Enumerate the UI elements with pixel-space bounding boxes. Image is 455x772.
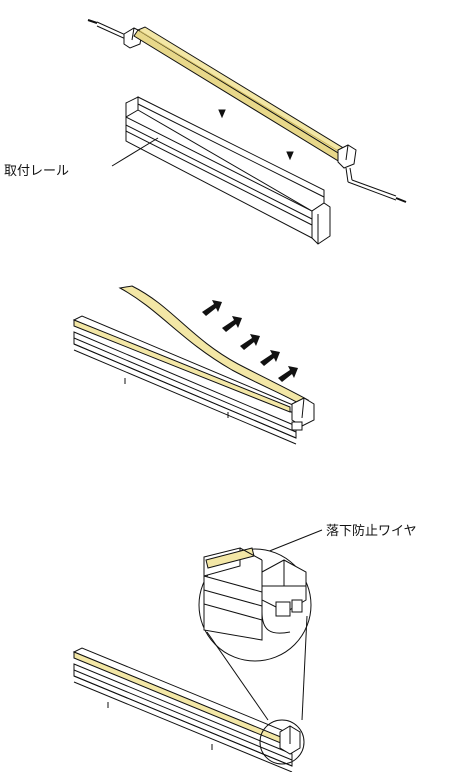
screw-marker-1 xyxy=(218,109,226,119)
step1-illustration xyxy=(87,19,407,245)
press-arrow-4-icon xyxy=(260,350,280,366)
end-cap-step2 xyxy=(291,397,315,431)
right-end-cap xyxy=(337,144,357,169)
detail-target-circle xyxy=(259,719,305,765)
left-cable xyxy=(87,19,129,41)
rail-step3 xyxy=(72,647,297,772)
end-cap-step3 xyxy=(279,725,301,755)
step3-illustration xyxy=(72,529,323,772)
rail-leader-line xyxy=(111,137,159,167)
magnified-end-cap xyxy=(261,559,307,634)
rail-label: 取付レール xyxy=(4,164,70,179)
safety-wire-label: 落下防止ワイヤ xyxy=(326,524,417,539)
magnified-rail xyxy=(203,547,263,641)
zoom-line-1 xyxy=(206,631,269,721)
right-cable xyxy=(345,167,407,203)
press-arrows xyxy=(202,300,298,382)
step2-illustration xyxy=(72,285,315,445)
press-arrow-3-icon xyxy=(240,334,260,350)
screw-marker-2 xyxy=(286,151,294,161)
led-strip-step3 xyxy=(73,651,289,747)
mounting-rail xyxy=(125,96,331,245)
zoom-line-2 xyxy=(301,615,308,721)
press-arrow-5-icon xyxy=(278,366,298,382)
press-arrow-2-icon xyxy=(222,316,242,332)
wire-leader-line xyxy=(266,529,323,553)
press-arrow-1-icon xyxy=(202,300,222,316)
